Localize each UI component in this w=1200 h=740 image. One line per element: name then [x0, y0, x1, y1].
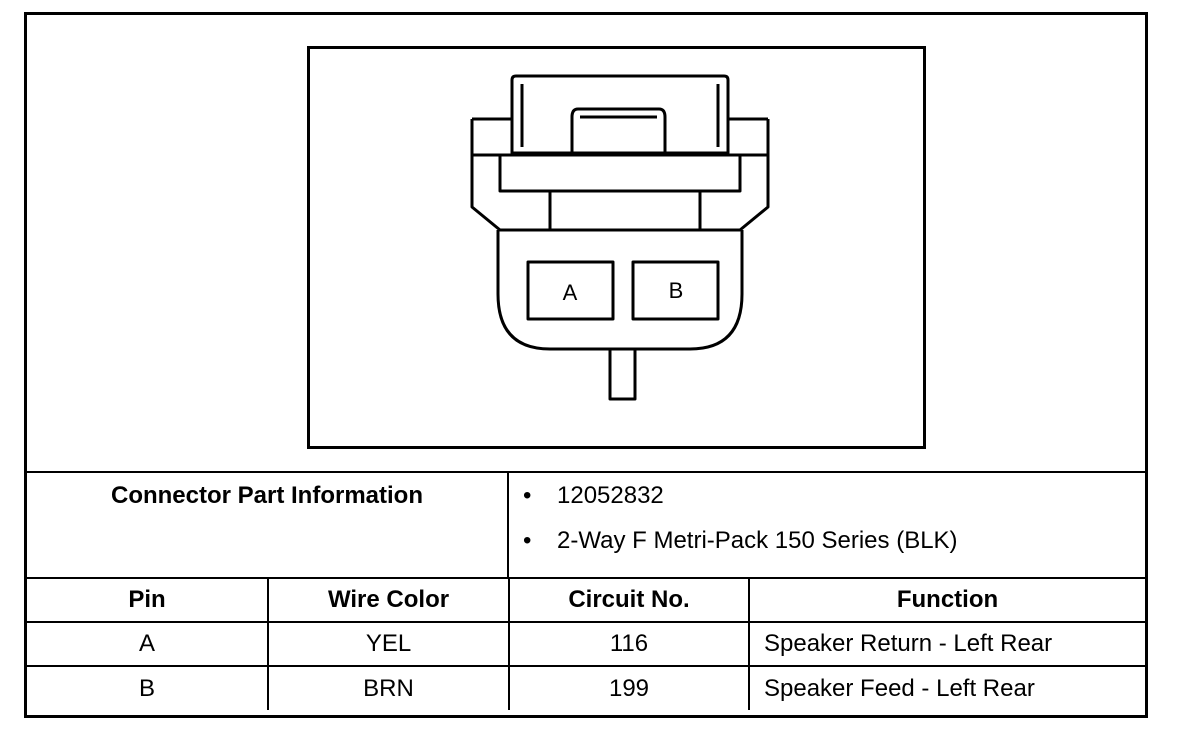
cavity-b-label: B: [669, 278, 684, 303]
pin-table: Pin Wire Color Circuit No. Function A YE…: [27, 577, 1145, 710]
connector-part-info-row: Connector Part Information • 12052832 • 2-…: [27, 471, 1145, 577]
connector-diagram-frame: A B: [307, 46, 926, 449]
cavity-a-label: A: [563, 280, 578, 305]
pin-cell: B: [27, 665, 269, 710]
table-row: A YEL 116 Speaker Return - Left Rear: [27, 621, 1145, 667]
cavity-b-outline: [631, 260, 720, 321]
cavity-a-outline: [526, 260, 615, 321]
connector-part-info-values: • 12052832 • 2-Way F Metri-Pack 150 Series…: [509, 473, 1145, 577]
lower-body: [496, 230, 744, 351]
connector-part-info-label: Connector Part Information: [27, 473, 509, 577]
wire-lead: [608, 349, 637, 401]
header-wire-color: Wire Color: [267, 577, 510, 623]
part-description-line: • 2-Way F Metri-Pack 150 Series (BLK): [523, 527, 958, 555]
header-pin: Pin: [27, 577, 269, 623]
upper-groove: [498, 155, 742, 193]
function-cell: Speaker Feed - Left Rear: [748, 665, 1145, 710]
circuit-no-cell: 116: [508, 621, 750, 667]
wire-color-cell: YEL: [267, 621, 510, 667]
table-row: B BRN 199 Speaker Feed - Left Rear: [27, 665, 1145, 710]
wire-color-cell: BRN: [267, 665, 510, 710]
connector-end-view-sheet: A B Connector Part Information • 12052832…: [24, 12, 1148, 718]
part-number: 12052832: [557, 482, 664, 509]
neck-lines: [548, 191, 702, 230]
part-description: 2-Way F Metri-Pack 150 Series (BLK): [557, 527, 958, 554]
connector-housing: [470, 74, 770, 401]
header-function: Function: [748, 577, 1145, 623]
bullet-icon: •: [523, 527, 532, 554]
bullet-icon: •: [523, 482, 532, 509]
function-cell: Speaker Return - Left Rear: [748, 621, 1145, 667]
release-tab: [570, 107, 667, 153]
pin-table-header: Pin Wire Color Circuit No. Function: [27, 577, 1145, 623]
upper-body: [470, 119, 770, 232]
circuit-no-cell: 199: [508, 665, 750, 710]
header-circuit-no: Circuit No.: [508, 577, 750, 623]
part-number-line: • 12052832: [523, 482, 664, 510]
connector-drawing: A B: [470, 74, 770, 401]
latch-outer: [510, 74, 730, 155]
pin-cell: A: [27, 621, 269, 667]
